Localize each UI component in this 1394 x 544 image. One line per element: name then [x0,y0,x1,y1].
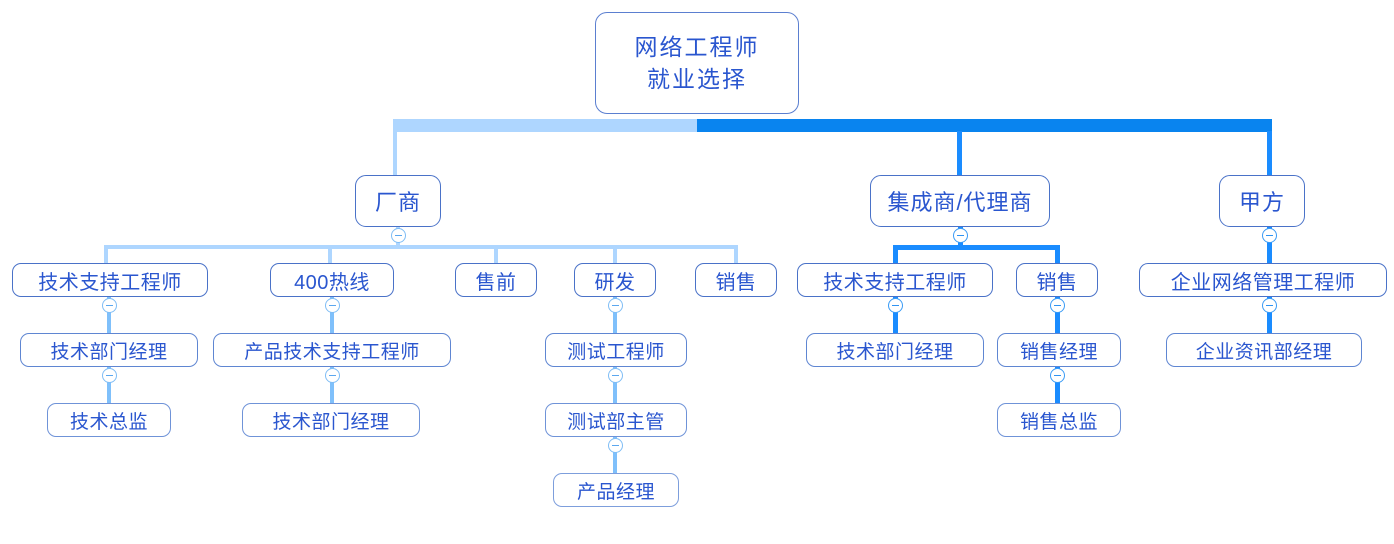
link-integrator-sales-mgr [1055,297,1060,333]
node-integrator-tse-mgr[interactable]: 技术部门经理 [806,333,984,367]
node-vendor-400[interactable]: 400热线 [270,263,394,297]
node-vendor-tse[interactable]: 技术支持工程师 [12,263,208,297]
collapse-toggle-integrator-sales[interactable] [1050,298,1065,313]
node-vendor-sales[interactable]: 销售 [695,263,777,297]
collapse-toggle-vendor-rd-test[interactable] [608,368,623,383]
link-vendor-rd-testlead [613,367,617,403]
link-vendor-tse-dir [107,367,111,403]
link-vendor-rd-pm [613,437,617,473]
node-vendor-tse-dir[interactable]: 技术总监 [47,403,171,437]
minus-collapse-icon [1054,374,1061,377]
minus-collapse-icon [329,374,336,377]
node-vendor-tse-mgr[interactable]: 技术部门经理 [20,333,198,367]
trunk-left [393,119,697,132]
link-vendor-400-ptse [330,297,334,333]
minus-collapse-icon [106,374,113,377]
trunk-right [697,119,1272,132]
vendor-drop-400 [328,245,332,265]
link-client-itmgr [1267,297,1272,333]
node-integrator-sales-mgr[interactable]: 销售经理 [997,333,1121,367]
node-vendor-presale[interactable]: 售前 [455,263,537,297]
minus-collapse-icon [1266,234,1273,237]
link-vendor-400-mgr [330,367,334,403]
collapse-toggle-client[interactable] [1262,228,1277,243]
node-vendor[interactable]: 厂商 [355,175,441,227]
collapse-toggle-integrator-tse[interactable] [888,298,903,313]
node-integrator-tse[interactable]: 技术支持工程师 [797,263,993,297]
link-vendor-tse-mgr [107,297,111,333]
node-vendor-rd[interactable]: 研发 [574,263,656,297]
node-vendor-rd-testlead[interactable]: 测试部主管 [545,403,687,437]
vendor-bus [104,245,738,249]
node-vendor-rd-test[interactable]: 测试工程师 [545,333,687,367]
drop-to-vendor [393,131,397,175]
integrator-drop-tse [893,245,898,265]
integrator-drop-sales [1055,245,1060,265]
collapse-toggle-integrator[interactable] [953,228,968,243]
node-vendor-rd-pm[interactable]: 产品经理 [553,473,679,507]
minus-collapse-icon [612,444,619,447]
node-integrator-sales-dir[interactable]: 销售总监 [997,403,1121,437]
link-client-neteng [1267,227,1272,265]
minus-collapse-icon [612,374,619,377]
node-integrator[interactable]: 集成商/代理商 [870,175,1050,227]
collapse-toggle-vendor-tse[interactable] [102,298,117,313]
node-client-itmgr[interactable]: 企业资讯部经理 [1166,333,1362,367]
node-client[interactable]: 甲方 [1219,175,1305,227]
link-vendor-rd-test [613,297,617,333]
collapse-toggle-integrator-sales-mgr[interactable] [1050,368,1065,383]
minus-collapse-icon [395,234,402,237]
collapse-toggle-vendor-400-ptse[interactable] [325,368,340,383]
minus-collapse-icon [1054,304,1061,307]
node-client-neteng[interactable]: 企业网络管理工程师 [1139,263,1387,297]
vendor-drop-sales [734,245,738,265]
collapse-toggle-client-neteng[interactable] [1262,298,1277,313]
minus-collapse-icon [329,304,336,307]
minus-collapse-icon [892,304,899,307]
node-root[interactable]: 网络工程师 就业选择 [595,12,799,114]
vendor-drop-presale [494,245,498,265]
drop-to-integrator [957,131,962,175]
vendor-drop-tse [104,245,108,265]
drop-to-client [1267,131,1272,175]
collapse-toggle-vendor[interactable] [391,228,406,243]
node-vendor-400-ptse[interactable]: 产品技术支持工程师 [213,333,451,367]
node-integrator-sales[interactable]: 销售 [1016,263,1098,297]
link-integrator-sales-dir [1055,367,1060,403]
collapse-toggle-vendor-400[interactable] [325,298,340,313]
minus-collapse-icon [957,234,964,237]
minus-collapse-icon [106,304,113,307]
link-integrator-tse-mgr [893,297,898,333]
minus-collapse-icon [612,304,619,307]
node-vendor-400-mgr[interactable]: 技术部门经理 [242,403,420,437]
collapse-toggle-vendor-rd[interactable] [608,298,623,313]
integrator-bus [893,245,1060,250]
collapse-toggle-vendor-rd-testlead[interactable] [608,438,623,453]
minus-collapse-icon [1266,304,1273,307]
collapse-toggle-vendor-tse-mgr[interactable] [102,368,117,383]
vendor-drop-rd [613,245,617,265]
